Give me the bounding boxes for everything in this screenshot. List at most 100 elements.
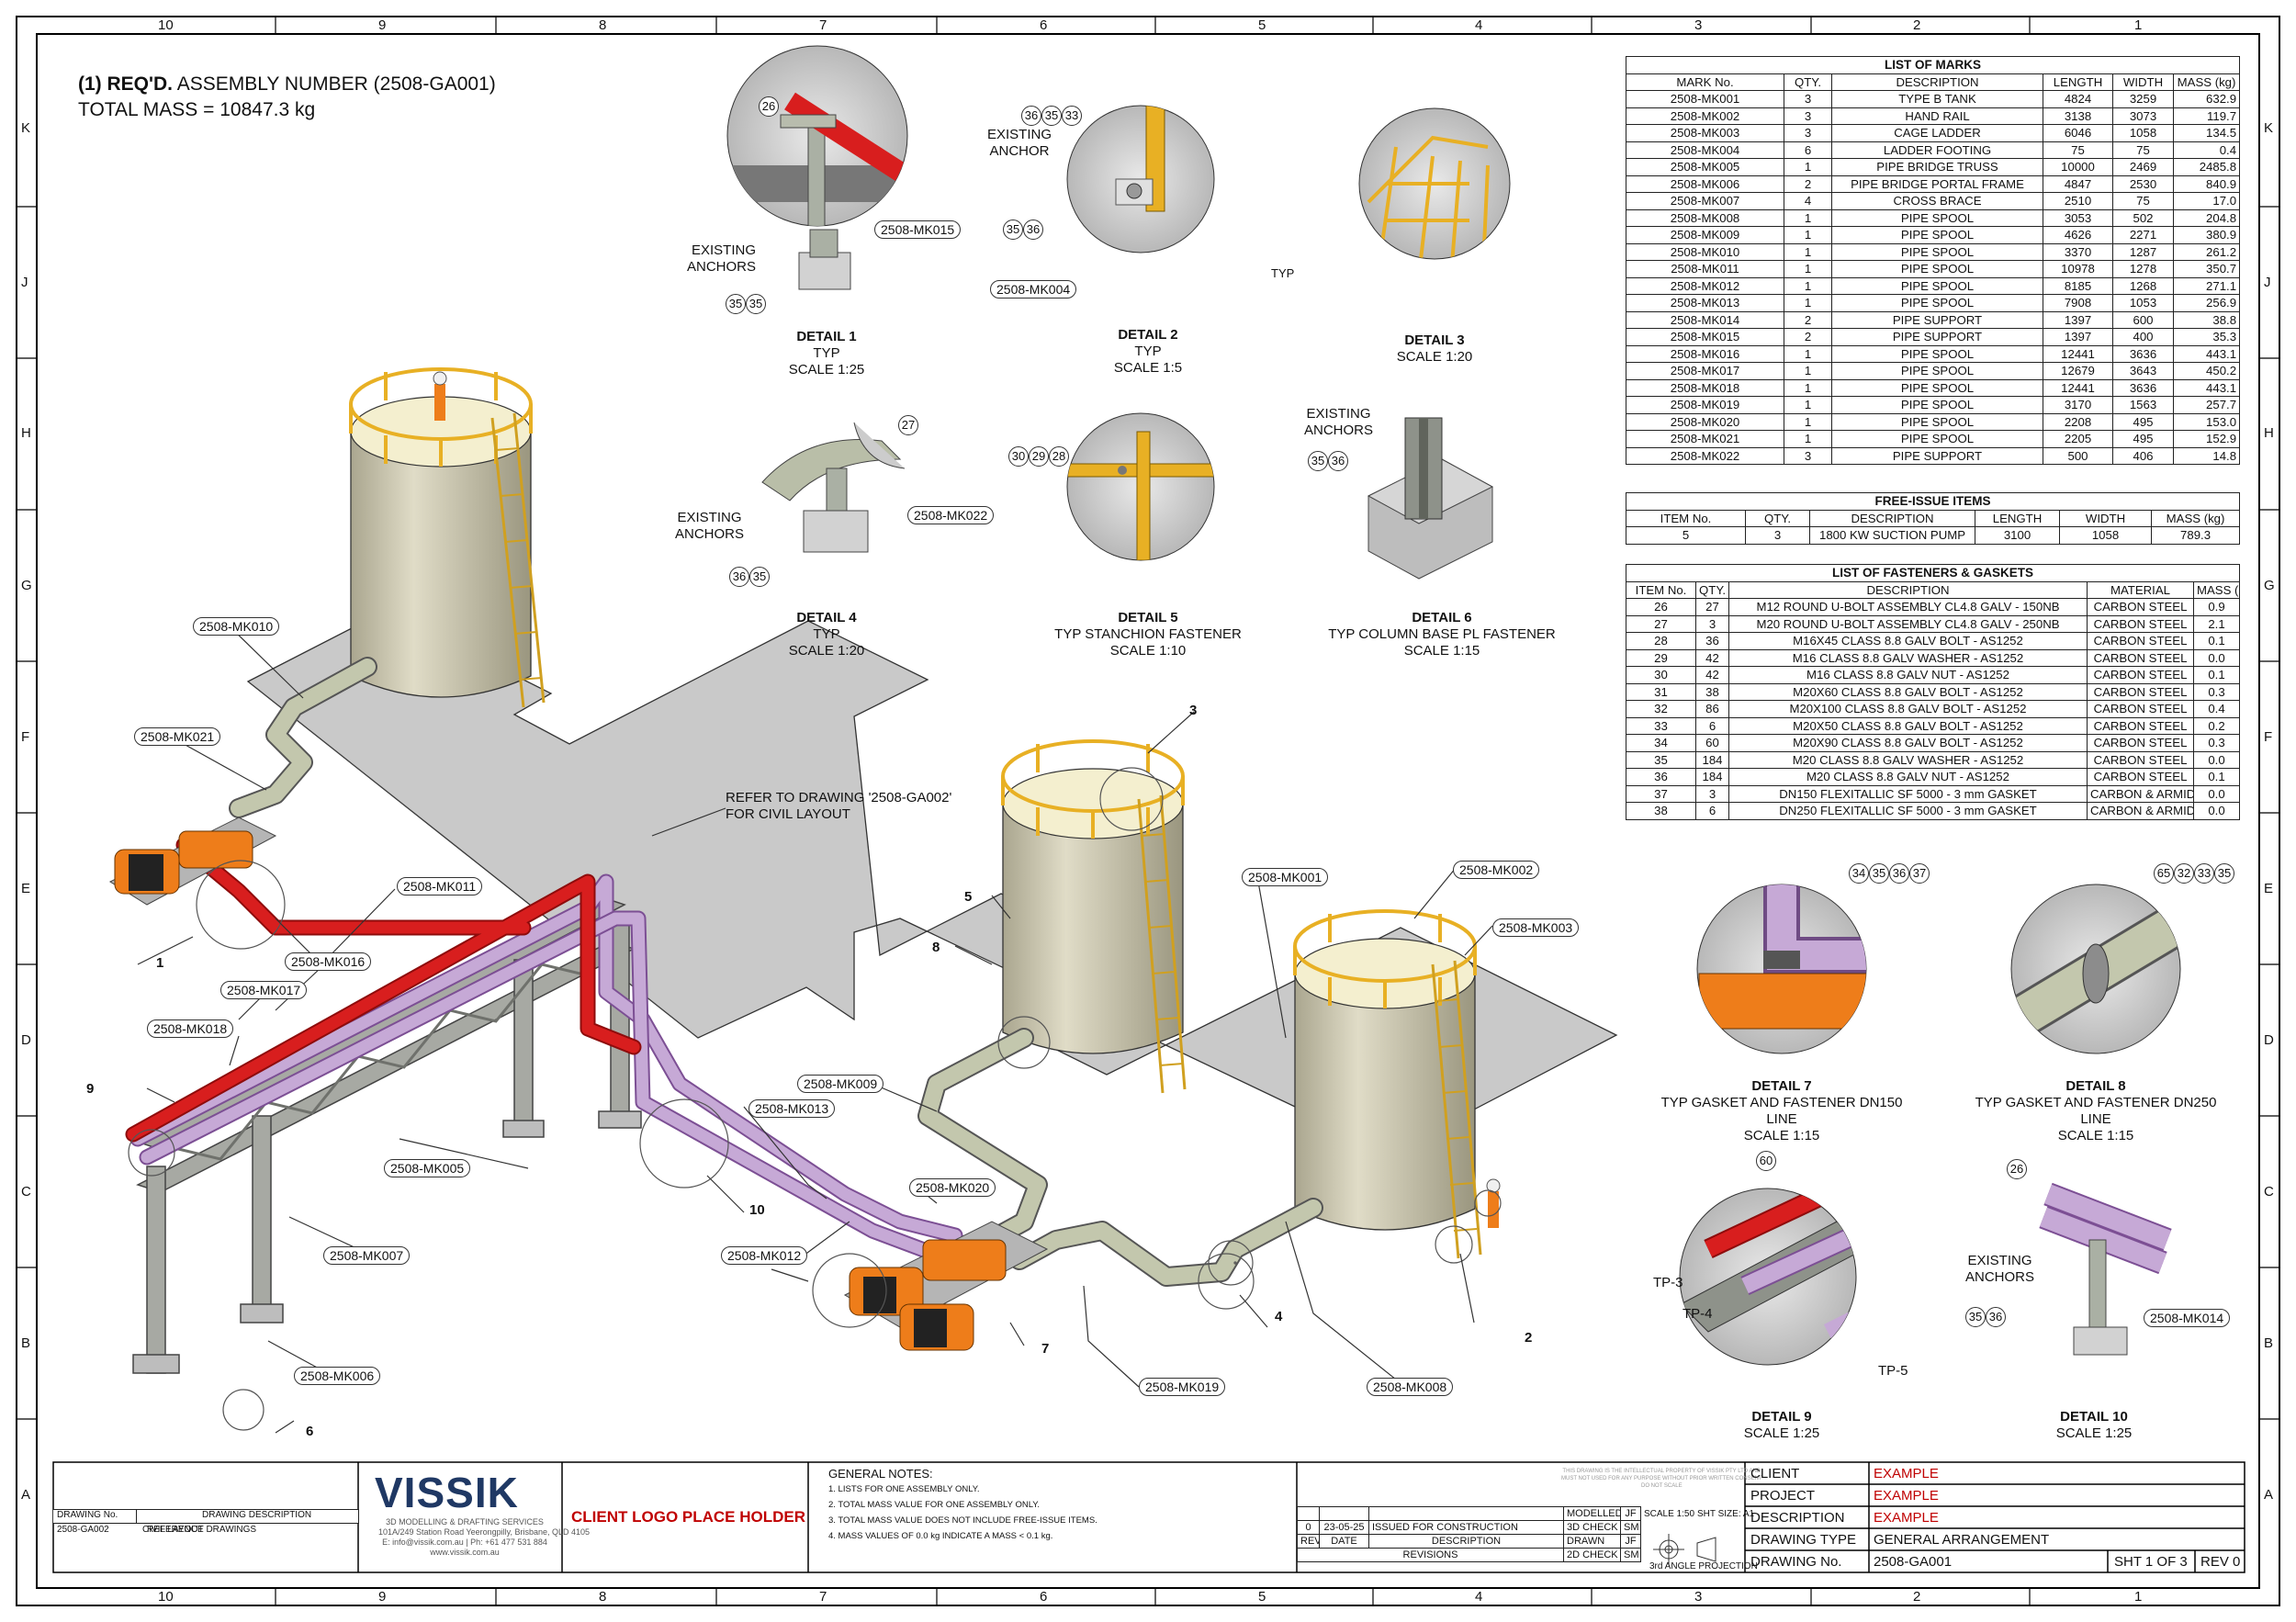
table-cell: 3100	[1975, 526, 2060, 545]
item-balloon: 35	[1308, 451, 1328, 471]
table-cell: 1	[1784, 412, 1832, 431]
note-4: 4. MASS VALUES OF 0.0 kg INDICATE A MASS…	[828, 1531, 1053, 1541]
table-cell: 1	[1784, 260, 1832, 278]
table-cell: 0.4	[2172, 141, 2241, 159]
table-cell: 1563	[2112, 396, 2174, 414]
item-balloon: 35	[726, 294, 746, 314]
detail-marker-8: 8	[932, 940, 940, 955]
grid-label: C	[2264, 1184, 2274, 1200]
grid-label: H	[21, 425, 31, 441]
note-2: 2. TOTAL MASS VALUE FOR ONE ASSEMBLY ONL…	[828, 1500, 1041, 1510]
table-cell: PIPE SPOOL	[1831, 294, 2043, 312]
field-description-value: EXAMPLE	[1874, 1510, 1939, 1526]
note-1: 1. LISTS FOR ONE ASSEMBLY ONLY.	[828, 1484, 980, 1494]
table-cell: HAND RAIL	[1831, 107, 2043, 125]
field-drawing-no-label: DRAWING No.	[1750, 1554, 1842, 1570]
table-cell: 1278	[2112, 260, 2174, 278]
table-cell: PIPE SPOOL	[1831, 362, 2043, 380]
item-balloon: 35	[746, 294, 766, 314]
table-cell: 1397	[2043, 328, 2113, 346]
detail-title: DETAIL 3	[1404, 332, 1465, 348]
table-cell: 2530	[2112, 175, 2174, 193]
ref-header-description: DRAWING DESCRIPTION	[202, 1510, 312, 1520]
company-details: 3D MODELLING & DRAFTING SERVICES 101A/24…	[378, 1517, 590, 1558]
detail-scale: SCALE 1:15	[1403, 643, 1480, 659]
table-cell: 3138	[2043, 107, 2113, 125]
table-cell: 1	[1784, 378, 1832, 397]
table-cell: PIPE SPOOL	[1831, 208, 2043, 227]
refer-civil-note: REFER TO DRAWING '2508-GA002'FOR CIVIL L…	[726, 790, 952, 822]
table-cell: 12679	[2043, 362, 2113, 380]
typ-label: TYP	[1271, 266, 1295, 280]
table-cell: 38	[1695, 682, 1729, 701]
grid-label: D	[2264, 1032, 2274, 1048]
grid-label: G	[21, 578, 32, 593]
table-cell: 6046	[2043, 124, 2113, 142]
grid-label: 1	[2134, 17, 2143, 33]
detail-title: DETAIL 6	[1412, 610, 1472, 625]
table-cell: PIPE SPOOL	[1831, 396, 2043, 414]
table-cell: 2508-MK021	[1626, 430, 1784, 448]
table-cell: 3	[1784, 124, 1832, 142]
column-header: WIDTH	[2059, 509, 2152, 527]
table-cell: 2508-MK004	[1626, 141, 1784, 159]
table-cell: 14.8	[2172, 446, 2241, 465]
table-cell: 37	[1626, 784, 1696, 803]
table-cell: PIPE BRIDGE PORTAL FRAME	[1831, 175, 2043, 193]
table-cell: 26	[1626, 598, 1696, 616]
table-cell: DN150 FLEXITALLIC SF 5000 - 3 mm GASKET	[1728, 784, 2088, 803]
detail-callout-circles	[128, 767, 1502, 1431]
grid-label: F	[2264, 729, 2273, 745]
table-cell: 1	[1784, 344, 1832, 363]
detail-scale: SCALE 1:15	[2057, 1128, 2134, 1143]
table-cell: 38.8	[2172, 310, 2241, 329]
tank-3	[1293, 909, 1501, 1259]
check-role: 2D CHECK	[1563, 1548, 1621, 1562]
fasteners-table: LIST OF FASTENERS & GASKETS ITEM No.QTY.…	[1625, 564, 2241, 820]
detail-scale: SCALE 1:15	[1743, 1128, 1820, 1143]
mark-label-mk002: 2508-MK002	[1453, 861, 1540, 879]
detail-marker-5: 5	[964, 889, 973, 905]
table-cell: 256.9	[2172, 294, 2241, 312]
table-cell: CARBON STEEL	[2087, 734, 2194, 752]
table-cell: 75	[2112, 141, 2174, 159]
table-cell: 2508-MK015	[1626, 328, 1784, 346]
detail-8-view	[2010, 884, 2181, 1054]
table-cell: 153.0	[2172, 412, 2241, 431]
table-cell: 1	[1784, 158, 1832, 176]
table-cell: 789.3	[2150, 526, 2241, 545]
check-initials: JF	[1620, 1506, 1641, 1521]
detail-subtitle: TYP GASKET AND FASTENER DN150 LINE	[1660, 1095, 1903, 1127]
table-cell: 0.3	[2192, 682, 2241, 701]
grid-label: C	[21, 1184, 31, 1200]
check-initials: JF	[1620, 1534, 1641, 1549]
assembly-qty: (1) REQ'D.	[78, 73, 174, 95]
marks-title: LIST OF MARKS	[1625, 56, 2241, 74]
sheet-number: SHT 1 OF 3	[2114, 1554, 2188, 1570]
table-cell: 1	[1784, 294, 1832, 312]
detail-10-view	[2039, 1182, 2172, 1356]
table-cell: CARBON & ARMID FIBRE	[2087, 784, 2194, 803]
mark-label-mk001: 2508-MK001	[1242, 868, 1329, 886]
table-cell: PIPE SPOOL	[1831, 430, 2043, 448]
table-cell: PIPE SPOOL	[1831, 260, 2043, 278]
client-logo-placeholder: CLIENT LOGO PLACE HOLDER	[571, 1508, 805, 1526]
mark-label-mk007: 2508-MK007	[323, 1246, 411, 1265]
detail-1-view	[726, 45, 908, 290]
item-balloon: 34	[1849, 863, 1869, 884]
table-cell: 0.0	[2192, 784, 2241, 803]
ref-row-description: CIVIL LAYOUT	[142, 1525, 204, 1535]
table-cell: 3	[1695, 614, 1729, 633]
free-issue-title: FREE-ISSUE ITEMS	[1625, 492, 2241, 511]
table-cell: 2508-MK016	[1626, 344, 1784, 363]
table-cell: 3073	[2112, 107, 2174, 125]
column-header: DESCRIPTION	[1809, 509, 1975, 527]
table-cell: 271.1	[2172, 276, 2241, 295]
